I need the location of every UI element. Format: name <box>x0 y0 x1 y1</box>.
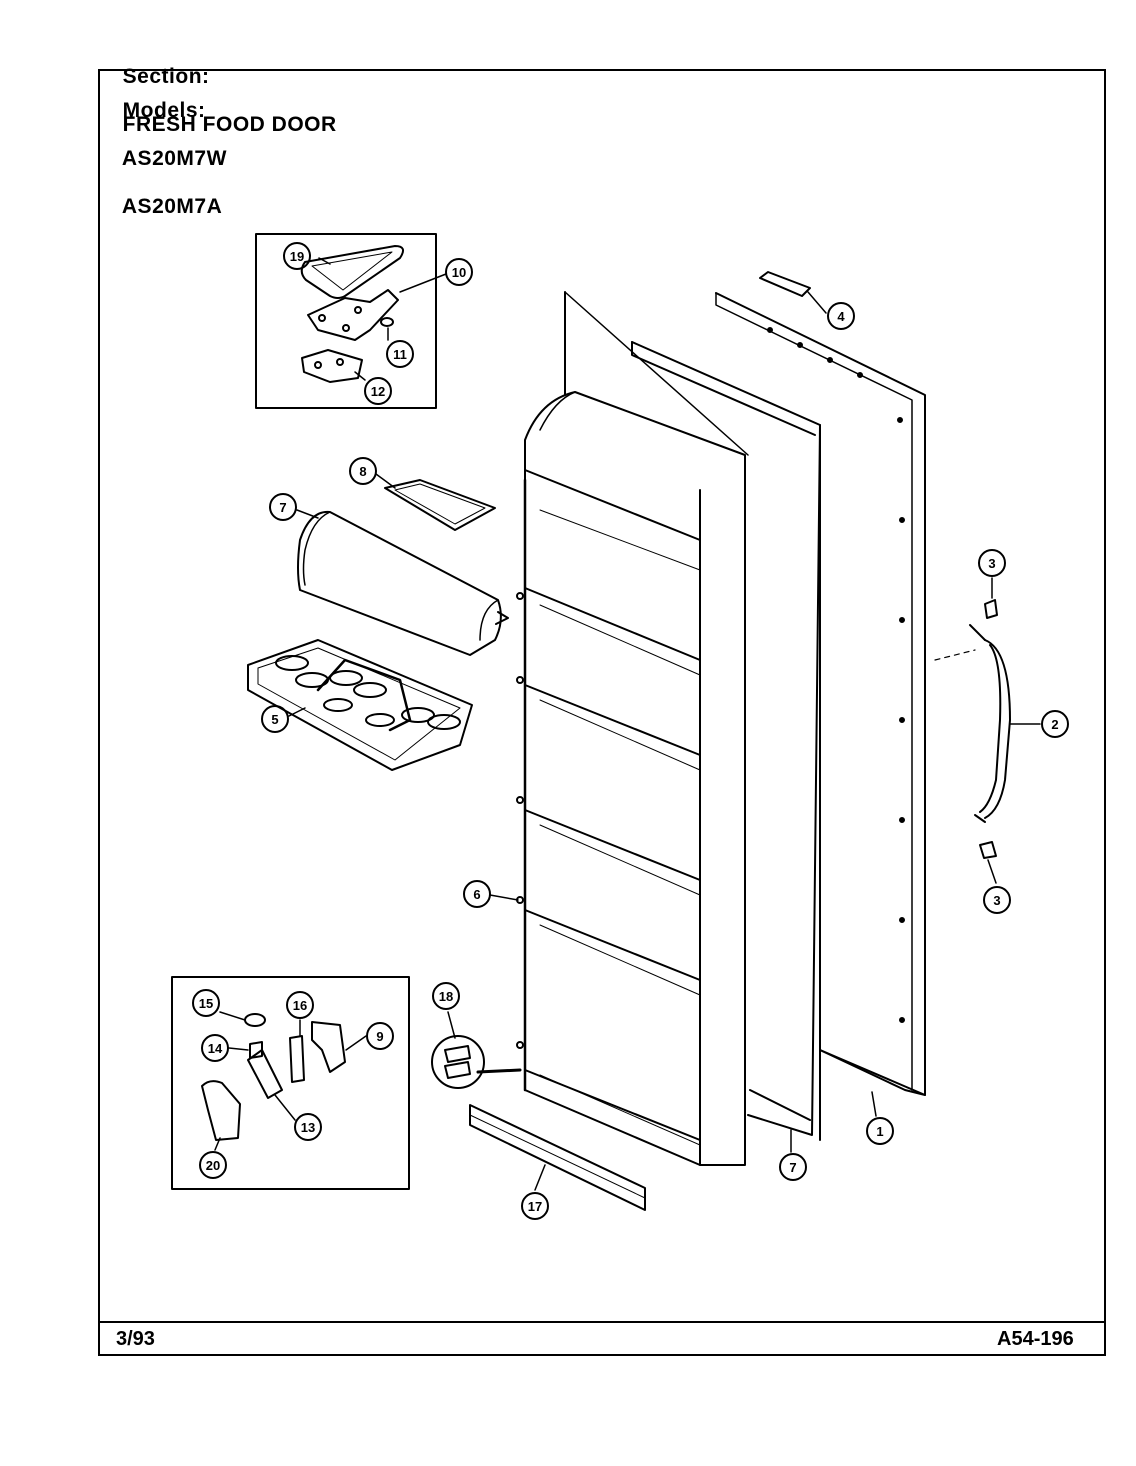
part-10-hinge-plate <box>311 1021 346 1073</box>
diagram-code: A54-196 <box>997 1328 1074 1350</box>
part-14-hinge-bracket <box>247 1049 283 1099</box>
svg-text:7: 7 <box>279 500 286 515</box>
callout-7: 7 <box>779 1153 807 1181</box>
part-18-bottom-trim <box>469 1104 646 1211</box>
callout-6: 6 <box>463 880 491 908</box>
svg-text:5: 5 <box>271 712 278 727</box>
part-3-handle-cap-top <box>984 599 998 619</box>
part-20-hinge-cover <box>300 245 405 299</box>
svg-text:20: 20 <box>206 1158 220 1173</box>
callout-19: 18 <box>432 982 460 1010</box>
svg-text:18: 18 <box>439 989 453 1004</box>
callout-14: 13 <box>294 1113 322 1141</box>
part-3-handle-cap-bottom <box>979 841 997 859</box>
callout-18: 17 <box>521 1192 549 1220</box>
callout-1: 1 <box>866 1117 894 1145</box>
part-1-door-panel <box>715 292 926 1096</box>
models-label: Models: <box>122 99 206 122</box>
callout-3-bottom: 3 <box>983 886 1011 914</box>
svg-text:15: 15 <box>199 996 213 1011</box>
callout-16: 15 <box>192 989 220 1017</box>
part-19-door-stop <box>431 1035 522 1089</box>
svg-text:10: 10 <box>452 265 466 280</box>
part-9-dairy-door-tray <box>384 479 496 531</box>
part-13-shim <box>301 349 363 383</box>
revision-date: 3/93 <box>116 1328 155 1350</box>
part-2-handle <box>934 624 1011 823</box>
leader-lines <box>214 257 1041 1191</box>
model-1: AS20M7W <box>121 147 227 170</box>
svg-text:4: 4 <box>837 309 845 324</box>
callout-8: 7 <box>269 493 297 521</box>
diagram-frame <box>98 69 1106 1356</box>
callout-2: 2 <box>1041 710 1069 738</box>
callout-3-top: 3 <box>978 549 1006 577</box>
callout-9: 8 <box>349 457 377 485</box>
svg-text:6: 6 <box>473 887 480 902</box>
hinge-inset-box <box>255 233 437 409</box>
callout-group: 19 10 11 12 8 7 5 6 4 3 2 3 1 7 17 18 15… <box>192 242 1069 1220</box>
svg-text:17: 17 <box>528 1199 542 1214</box>
part-11-hinge-plate <box>307 289 399 341</box>
svg-text:7: 7 <box>789 1160 796 1175</box>
svg-text:16: 16 <box>293 998 307 1013</box>
callout-13: 12 <box>364 377 392 405</box>
part-4-nameplate <box>759 271 811 297</box>
part-21-cam <box>201 1080 241 1141</box>
svg-text:8: 8 <box>359 464 366 479</box>
callout-20: 19 <box>283 242 311 270</box>
svg-text:13: 13 <box>301 1120 315 1135</box>
part-5-egg-tray <box>247 639 473 771</box>
svg-text:3: 3 <box>993 893 1000 908</box>
callout-12: 11 <box>386 340 414 368</box>
svg-text:3: 3 <box>988 556 995 571</box>
part-7-gasket-frame <box>631 341 821 1141</box>
svg-text:14: 14 <box>208 1041 223 1056</box>
part-8-dairy-compartment-door <box>297 510 509 656</box>
svg-text:9: 9 <box>376 1029 383 1044</box>
part-12-washer <box>380 317 394 327</box>
models-header: Models: AS20M7W AS20M7A <box>110 75 227 219</box>
callout-21: 20 <box>199 1151 227 1179</box>
part-15-bushing <box>249 1041 263 1059</box>
callout-11: 10 <box>445 258 473 286</box>
callout-4: 4 <box>827 302 855 330</box>
svg-text:2: 2 <box>1051 717 1058 732</box>
section-title: FRESH FOOD DOOR <box>122 113 337 136</box>
svg-text:19: 19 <box>290 249 304 264</box>
svg-text:1: 1 <box>876 1124 883 1139</box>
callout-10: 9 <box>366 1022 394 1050</box>
callout-5: 5 <box>261 705 289 733</box>
model-2: AS20M7A <box>121 195 223 218</box>
part-17-shim <box>289 1035 305 1083</box>
svg-text:11: 11 <box>393 347 407 362</box>
svg-text:12: 12 <box>371 384 385 399</box>
door-liner <box>516 291 749 1166</box>
callout-17: 16 <box>286 991 314 1019</box>
part-16-washer <box>244 1013 266 1027</box>
lower-hinge-inset-box <box>171 976 410 1190</box>
callout-15: 14 <box>201 1034 229 1062</box>
